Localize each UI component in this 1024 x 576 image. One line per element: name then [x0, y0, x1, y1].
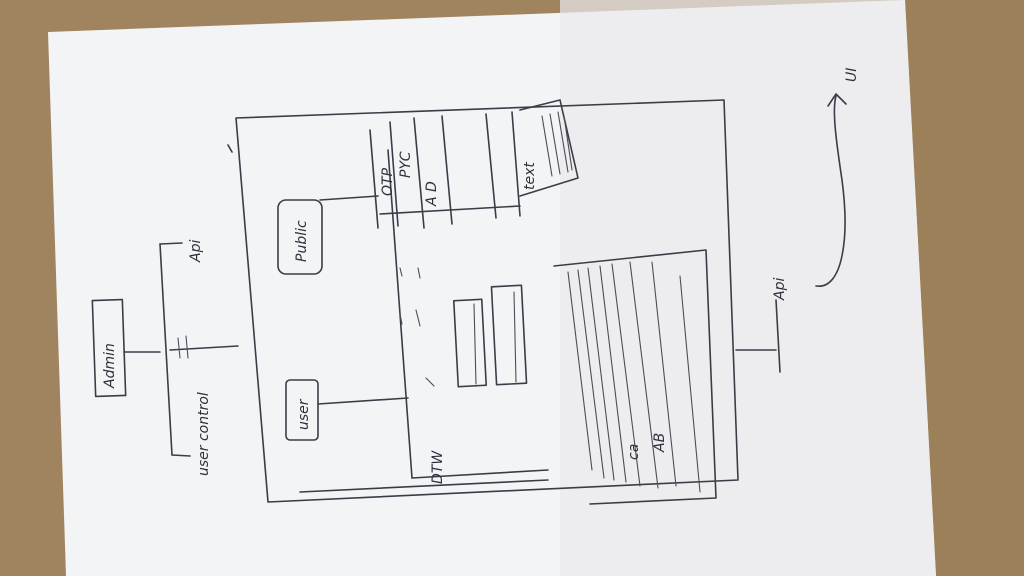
data-table-col-6	[629, 261, 659, 489]
text-panel-line-4	[563, 115, 573, 171]
data-table-col-2	[577, 269, 605, 479]
tree-trunk	[159, 243, 173, 456]
ui-label: UI	[844, 68, 860, 82]
api-right-label: Api	[772, 278, 788, 301]
list-tick-4	[415, 309, 421, 327]
api-top-label: Api	[188, 240, 204, 263]
data-table-col-8	[679, 275, 701, 493]
data-table-col-5	[611, 263, 641, 487]
text-panel	[519, 99, 579, 197]
user-control-label: user control	[196, 392, 212, 476]
admin-label: Admin	[102, 343, 118, 389]
user-to-list-connector	[317, 397, 409, 405]
text-panel-line-3	[557, 111, 569, 173]
tree-stub-2	[185, 335, 189, 359]
ab-label: AB	[652, 433, 668, 453]
list-bottom-line	[411, 469, 549, 479]
data-table-col-3	[587, 267, 615, 481]
list-tick-1	[399, 267, 403, 277]
ca-label: ca	[626, 444, 642, 460]
card-2	[490, 284, 528, 386]
list-tick-2	[417, 267, 421, 279]
card-2-inner-line	[513, 291, 517, 383]
frame-bottom-inner-line	[299, 479, 549, 493]
tree-stub-1	[177, 337, 181, 359]
text-panel-label: text	[522, 162, 538, 190]
data-table-border	[553, 249, 717, 505]
text-panel-line-2	[549, 113, 561, 175]
list-tick-5	[425, 377, 435, 387]
menu-line-5	[485, 113, 497, 219]
text-panel-line-1	[541, 115, 553, 177]
menu-line-4	[441, 115, 453, 225]
tree-to-frame	[169, 345, 239, 351]
pyc-label: PYC	[398, 151, 414, 178]
public-to-menu-connector	[319, 195, 379, 201]
tree-branch-user-control	[171, 454, 191, 457]
tree-branch-api	[159, 242, 183, 245]
user-box-label: user	[296, 398, 312, 430]
user-box	[285, 379, 319, 441]
api-stem	[775, 299, 781, 373]
ad-label: A D	[424, 181, 440, 207]
otp-label: OTP	[380, 167, 396, 196]
public-box-label: Public	[294, 220, 310, 262]
menu-line-2	[389, 121, 399, 227]
list-tick-3	[399, 313, 403, 325]
public-box	[277, 199, 323, 275]
frame-tick	[227, 144, 233, 153]
dtw-label: DTW	[430, 450, 446, 484]
menu-line-6	[511, 111, 521, 217]
data-table-col-4	[599, 265, 627, 483]
api-to-ui-curve	[815, 95, 846, 287]
data-table-col-7	[651, 261, 677, 487]
menu-line-1	[369, 129, 379, 229]
admin-box	[91, 298, 127, 398]
ui-arrow-head	[827, 93, 847, 107]
menu-bottom-line	[379, 205, 521, 215]
card-1-inner-line	[473, 303, 477, 385]
card-1	[452, 298, 488, 388]
data-table-col-1	[567, 271, 593, 471]
menu-line-3	[413, 117, 425, 229]
paper-shadow	[560, 0, 936, 576]
